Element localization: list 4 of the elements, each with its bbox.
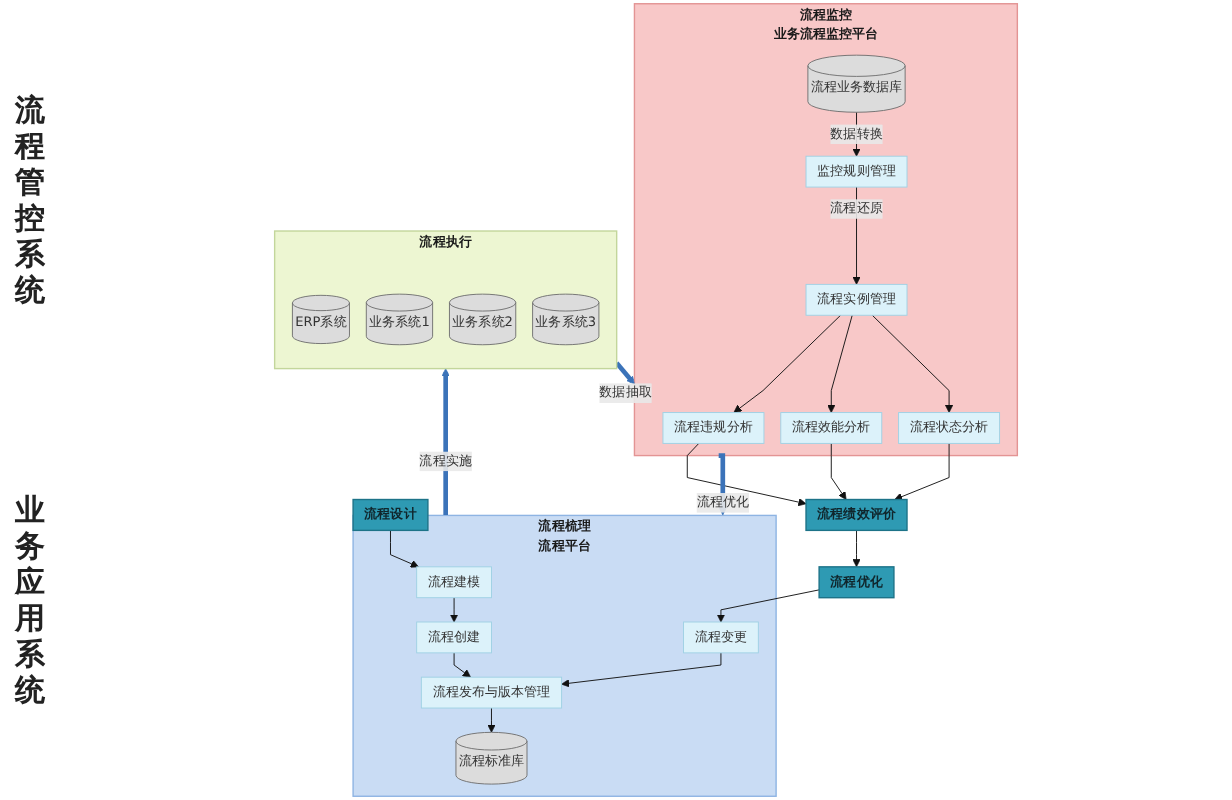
arrow [614,361,635,385]
arrow [441,368,450,515]
side-label: 业务应用系统 [14,492,46,708]
side-label: 流程管控系统 [14,92,46,308]
